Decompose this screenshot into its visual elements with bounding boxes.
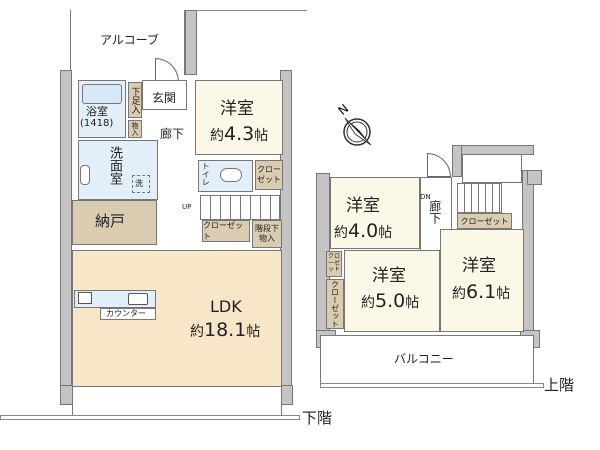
washroom — [78, 140, 158, 200]
room-5-0-size: 約5.0帖 — [361, 290, 420, 313]
closet-beside-toilet: クローゼット — [255, 160, 283, 190]
upper-wall-pillar-right — [527, 170, 542, 185]
room-4-0-name: 洋室 — [346, 196, 380, 216]
counter-bar — [100, 308, 156, 320]
upper-closet-hall: クローゼット — [457, 213, 512, 229]
counter-label: カウンター — [106, 309, 146, 318]
closet-hall: クローゼット — [202, 220, 250, 242]
size-value: 4.0 — [348, 220, 379, 242]
lower-floor-label: 下階 — [302, 409, 333, 427]
size-unit: 帖 — [246, 324, 261, 340]
size-value: 4.3 — [224, 123, 255, 145]
bathtub — [82, 84, 122, 104]
lower-floor-plan: アルコーブ 浴室 (1418) 下足入 物入 玄関 廊下 洋室 約4.3帖 洗面… — [0, 10, 332, 430]
toilet-label: トイレ — [201, 162, 211, 186]
upper-balcony-rail — [320, 383, 544, 388]
closet-2-label: クローゼット — [203, 221, 243, 241]
storage-small: 物入 — [128, 120, 142, 138]
size-unit: 帖 — [496, 286, 511, 302]
upper-floor-plan: 洋室 約4.0帖 廊下 DN クローゼット クローゼット クローゼット 洋室 約… — [312, 145, 592, 400]
size-prefix: 約 — [334, 225, 348, 241]
wall-top-right — [185, 10, 197, 75]
upper-hallway-door — [427, 153, 451, 177]
storeroom — [72, 200, 157, 245]
hallway-label: 廊下 — [160, 127, 185, 141]
staircase-upper — [457, 183, 502, 213]
upper-stair-wall-left — [452, 145, 462, 177]
ldk-size: 約18.1帖 — [190, 319, 261, 342]
under-stairs-label: 階段下物入 — [255, 224, 279, 243]
upper-closet-tall-label: クローゼット — [330, 280, 340, 328]
bathroom-label: 浴室 — [86, 105, 108, 118]
size-value: 6.1 — [466, 281, 497, 303]
western-room-5-0 — [344, 250, 440, 332]
size-prefix: 約 — [361, 295, 375, 311]
alcove-label: アルコーブ — [100, 33, 159, 47]
western-room-4-3-size: 約4.3帖 — [210, 123, 269, 146]
size-prefix: 約 — [190, 324, 204, 340]
compass-north-icon: N — [335, 101, 372, 146]
bathroom-size-label: (1418) — [80, 118, 114, 129]
size-prefix: 約 — [452, 286, 466, 302]
size-value: 18.1 — [204, 319, 247, 341]
wall-top-line — [197, 10, 307, 11]
washer-label: 洗 — [135, 179, 143, 188]
under-stairs-storage: 階段下物入 — [252, 220, 282, 248]
upper-closet-hall-label: クローゼット — [460, 216, 509, 226]
svg-text:N: N — [335, 101, 351, 117]
washer-space — [132, 175, 150, 193]
upper-hallway-label: 廊下 — [427, 200, 442, 224]
toilet-fixture — [220, 168, 242, 182]
entrance-label: 玄関 — [152, 91, 177, 105]
wall-left — [60, 70, 72, 400]
upper-closet-small: クローゼット — [326, 251, 342, 277]
western-room-4-3 — [195, 80, 283, 155]
staircase-lower — [200, 195, 280, 220]
compass: N — [335, 100, 380, 155]
upper-closet-tall: クローゼット — [326, 279, 344, 329]
size-prefix: 約 — [210, 128, 224, 144]
room-6-1-name: 洋室 — [462, 256, 496, 276]
size-unit: 帖 — [254, 128, 269, 144]
room-4-0-size: 約4.0帖 — [334, 220, 393, 243]
stove-icon — [78, 292, 92, 304]
size-value: 5.0 — [375, 290, 406, 312]
size-unit: 帖 — [405, 295, 420, 311]
entrance — [142, 80, 187, 110]
stairs-down-label: DN — [420, 193, 431, 201]
sink-icon — [128, 293, 148, 305]
room-6-1-size: 約6.1帖 — [452, 281, 511, 304]
western-room-6-1 — [440, 229, 524, 332]
upper-stair-wall — [452, 145, 534, 155]
storage-small-label: 物入 — [131, 122, 139, 136]
ldk-label: LDK — [210, 297, 242, 316]
room-5-0-name: 洋室 — [372, 266, 406, 286]
western-room-4-3-name: 洋室 — [220, 99, 254, 119]
storeroom-label: 納戸 — [95, 212, 126, 230]
lower-balcony — [72, 387, 282, 417]
lower-balcony-rail — [0, 415, 300, 420]
western-room-4-0 — [330, 177, 420, 249]
balcony-label: バルコニー — [394, 352, 454, 366]
closet-1-label: クローゼット — [257, 165, 281, 184]
shoe-storage-label: 下足入 — [129, 86, 140, 114]
upper-floor-label: 上階 — [544, 376, 575, 394]
upper-balcony — [320, 335, 534, 385]
stairs-up-label: UP — [182, 203, 192, 211]
toilet — [198, 160, 253, 192]
shoe-storage: 下足入 — [128, 82, 142, 118]
upper-stair-well — [462, 155, 522, 183]
washroom-label: 洗面室 — [106, 146, 122, 185]
size-unit: 帖 — [378, 225, 393, 241]
wash-basin — [80, 165, 90, 185]
upper-closet-small-label: クローゼット — [327, 253, 340, 274]
